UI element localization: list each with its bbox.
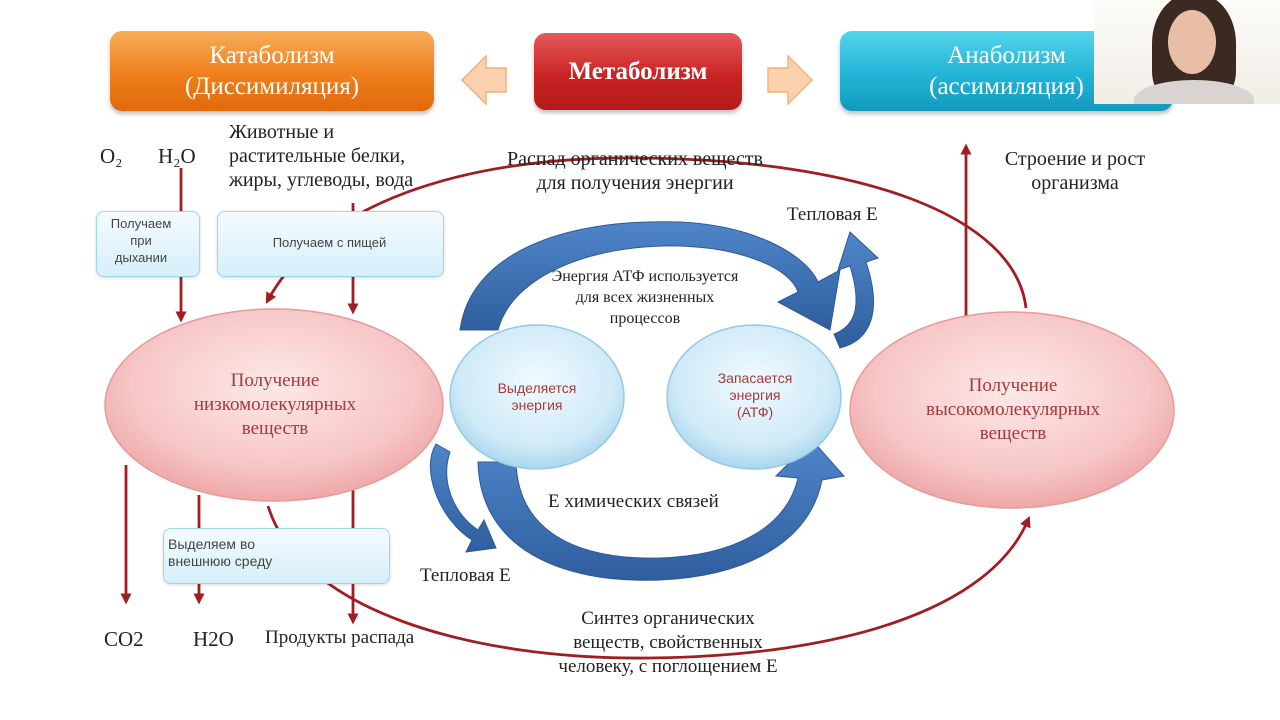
energy-released-label: Выделяется энергия (472, 380, 602, 414)
decay-caption-line-1: Распад органических веществ (507, 148, 763, 170)
o2-label: O₂ (100, 144, 123, 168)
heat-top-label: Тепловая Е (787, 204, 878, 225)
catabolism-header: Катаболизм (Диссимиляция) (110, 31, 434, 111)
low-molecular-line-3: веществ (241, 418, 309, 439)
lower-cycle-arrow (477, 439, 845, 581)
growth-caption: Строение и рост организма (980, 147, 1170, 195)
high-molecular-label: Получение высокомолекулярных веществ (878, 374, 1148, 446)
low-molecular-line-2: низкомолекулярных (193, 394, 357, 415)
synthesis-caption: Синтез органических веществ, свойственны… (518, 607, 818, 679)
co2-output-label: CO2 (104, 627, 144, 651)
excrete-line-2: внешнюю среду (168, 553, 273, 569)
atp-use-caption: Энергия АТФ используется для всех жизнен… (520, 266, 770, 329)
growth-line-1: Строение и рост (1004, 148, 1146, 170)
food-line-3: жиры, углеводы, вода (229, 169, 414, 191)
synthesis-line-1: Синтез органических (581, 608, 755, 629)
h2o-input-label: H₂O (158, 144, 196, 168)
energy-released-circle (449, 324, 625, 470)
atp-use-line-2: для всех жизненных (575, 289, 715, 306)
metabolism-header: Метаболизм (534, 33, 742, 110)
heat-bottom-arrow (429, 443, 497, 553)
breathing-text: Получаем при дыхании (98, 215, 184, 266)
presenter-webcam (1094, 0, 1280, 104)
synthesis-line-3: человеку, с поглощением Е (558, 656, 778, 677)
heat-top-arrow (833, 231, 879, 349)
heat-bottom-label: Тепловая Е (420, 565, 511, 586)
food-box (217, 211, 444, 277)
decay-caption: Распад органических веществ для получени… (470, 147, 800, 195)
presenter-shoulders (1134, 80, 1254, 104)
upper-cycle-arrow (459, 221, 841, 331)
high-molecular-line-3: веществ (979, 423, 1047, 444)
stored-line-3: (АТФ) (736, 404, 774, 420)
breathing-line-1: Получаем (110, 216, 172, 231)
catabolism-title: Катаболизм (209, 42, 335, 69)
atp-use-line-3: процессов (609, 310, 681, 327)
energy-stored-circle (666, 324, 842, 470)
high-molecular-ellipse (849, 311, 1175, 509)
food-box-text: Получаем с пищей (272, 235, 387, 250)
synthesis-line-2: веществ, свойственных (573, 632, 763, 653)
decay-caption-line-2: для получения энергии (536, 172, 734, 194)
released-line-2: энергия (511, 397, 563, 413)
h2o-output-label: H2O (193, 627, 234, 651)
right-arrow-icon (767, 54, 814, 106)
high-molecular-line-1: Получение (968, 375, 1058, 396)
low-molecular-label: Получение низкомолекулярных веществ (150, 369, 400, 441)
low-molecular-ellipse (104, 308, 444, 502)
loop-bottom-arc (266, 505, 1031, 660)
food-line-1: Животные и (229, 121, 335, 143)
chem-bonds-label: Е химических связей (548, 491, 719, 512)
food-label: Животные и растительные белки, жиры, угл… (229, 120, 413, 192)
stored-line-1: Запасается (717, 370, 793, 386)
left-arrow-icon (460, 54, 507, 106)
anabolism-subtitle: (ассимиляция) (929, 73, 1084, 100)
presenter-face (1168, 10, 1216, 74)
breathing-line-3: дыхании (114, 250, 168, 265)
stored-line-2: энергия (729, 387, 781, 403)
energy-stored-label: Запасается энергия (АТФ) (690, 370, 820, 421)
excrete-box (163, 528, 390, 584)
food-line-2: растительные белки, (229, 145, 406, 167)
high-molecular-line-2: высокомолекулярных (925, 399, 1101, 420)
released-line-1: Выделяется (497, 380, 577, 396)
metabolism-title: Метаболизм (568, 58, 708, 85)
anabolism-title: Анаболизм (947, 42, 1066, 69)
decay-products-label: Продукты распада (265, 627, 415, 648)
atp-use-line-1: Энергия АТФ используется (551, 268, 739, 285)
growth-line-2: организма (1031, 172, 1119, 194)
excrete-line-1: Выделяем во (168, 536, 256, 552)
breathing-line-2: при (130, 233, 152, 248)
excrete-text: Выделяем во внешнюю среду (168, 536, 338, 570)
breathing-box (96, 211, 200, 277)
catabolism-subtitle: (Диссимиляция) (184, 73, 360, 100)
low-molecular-line-1: Получение (230, 370, 320, 391)
